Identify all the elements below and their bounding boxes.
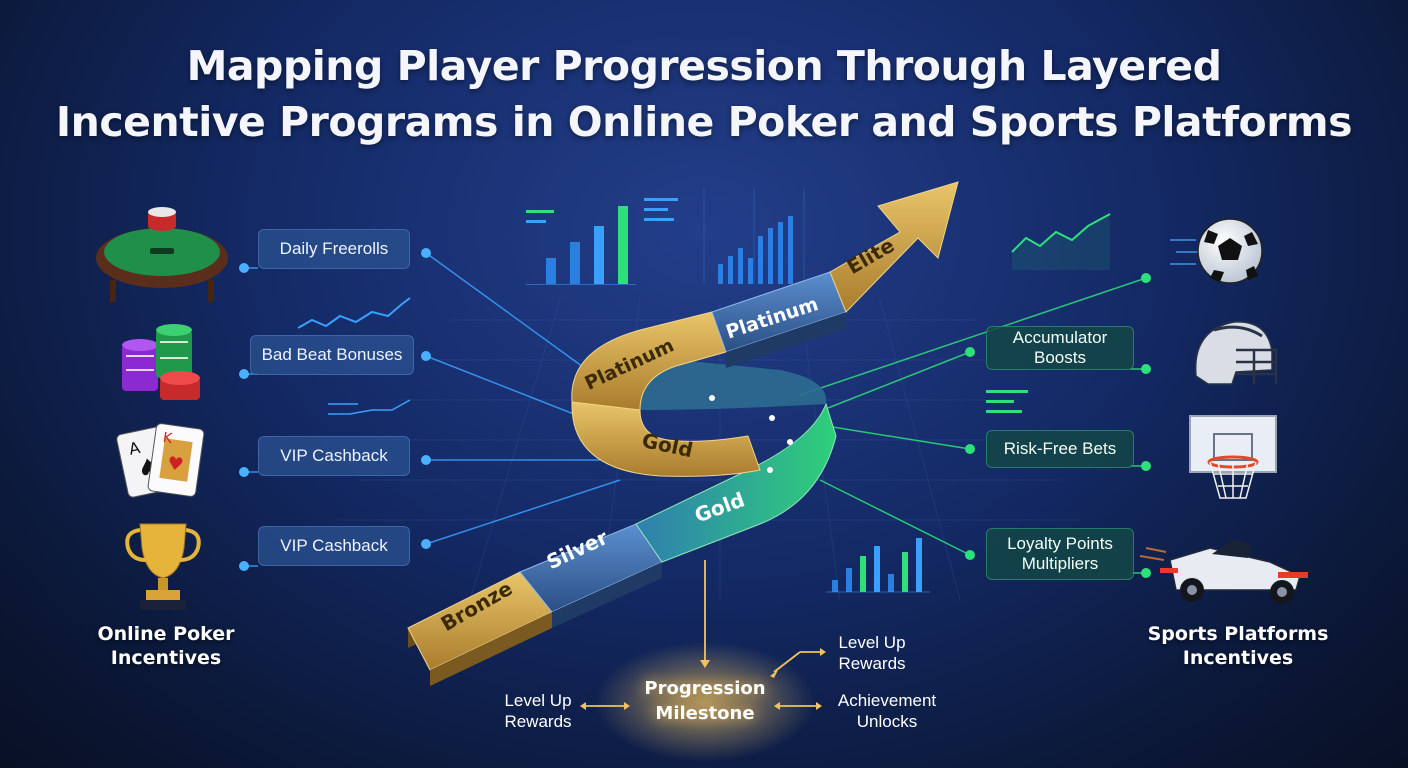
soccer-ball-icon (1170, 218, 1263, 284)
pill-label: VIP Cashback (280, 536, 388, 555)
flow-label-line-1: Achievement (837, 691, 937, 710)
bar-chart-bottom (826, 538, 930, 593)
poker-table-icon (96, 207, 228, 302)
title-line-2: Incentive Programs in Online Poker and S… (55, 98, 1353, 146)
pill-label-line-2: Boosts (1034, 348, 1086, 367)
pill-label: Daily Freerolls (279, 239, 389, 258)
bar-chart-top-left (526, 206, 636, 285)
chip-stack-icon (122, 324, 200, 400)
flow-label-line-1: Level Up (838, 633, 906, 652)
segment-gold-upper (571, 401, 761, 477)
milestone-arrows (580, 560, 826, 710)
segment-gold-lower (635, 402, 837, 563)
sports-caption-line-1: Sports Platforms (1147, 623, 1329, 645)
sparkline-left-top (297, 297, 411, 329)
segment-elite (829, 181, 959, 313)
pill-label: Risk-Free Bets (1003, 439, 1117, 458)
trophy-icon (125, 523, 201, 610)
milestone-glow (595, 642, 815, 762)
path-milestone-dots (709, 395, 793, 473)
bar-chart-top-center (644, 188, 805, 284)
pill-label-line-1: Loyalty Points (1007, 534, 1113, 553)
race-car-icon (1139, 540, 1308, 604)
progression-milestone: Progression Milestone (620, 676, 790, 726)
poker-connectors (244, 252, 621, 567)
svg-text:♥: ♥ (166, 453, 185, 476)
milestone-achievement-unlocks: Achievement Unlocks (822, 690, 952, 732)
football-helmet-icon (1194, 321, 1278, 385)
milestone-level-up-rewards-top: Level Up Rewards (822, 632, 922, 674)
milestone-level-up-rewards-left: Level Up Rewards (488, 690, 588, 732)
progression-path (407, 181, 959, 686)
pill-label-line-2: Multipliers (1021, 554, 1099, 573)
flow-label-line-2: Rewards (838, 654, 906, 673)
poker-caption-line-2: Incentives (110, 647, 222, 669)
poker-connector-dots (239, 248, 431, 571)
bar-chart-right (986, 390, 1028, 413)
basketball-hoop-icon (1189, 415, 1277, 499)
flow-label-line-2: Rewards (504, 712, 572, 731)
svg-text:A: A (127, 438, 142, 459)
sports-incentive-risk-free-bets: Risk-Free Bets (986, 430, 1134, 468)
poker-incentive-bad-beat-bonuses: Bad Beat Bonuses (250, 335, 414, 375)
milestone-line-1: Progression (644, 678, 766, 699)
sports-caption-line-2: Incentives (1182, 647, 1294, 669)
pill-label: VIP Cashback (280, 446, 388, 465)
sparkline-left-mid (328, 399, 411, 415)
svg-text:K: K (162, 430, 174, 447)
sports-caption: Sports Platforms Incentives (1128, 622, 1348, 670)
flow-label-line-2: Unlocks (856, 712, 918, 731)
sports-incentive-accumulator-boosts: Accumulator Boosts (986, 326, 1134, 370)
pill-label: Bad Beat Bonuses (261, 345, 403, 364)
poker-caption-line-1: Online Poker (97, 623, 235, 645)
poker-caption: Online Poker Incentives (76, 622, 256, 670)
playing-cards-icon: A ♠ K ♥ (116, 423, 205, 498)
poker-incentive-vip-cashback-2: VIP Cashback (258, 526, 410, 566)
page-title: Mapping Player Progression Through Layer… (0, 38, 1408, 150)
title-line-1: Mapping Player Progression Through Layer… (186, 42, 1222, 90)
segment-gold-curve (619, 360, 827, 410)
pill-label-line-1: Accumulator (1012, 328, 1108, 347)
sports-incentive-loyalty-points-multipliers: Loyalty Points Multipliers (986, 528, 1134, 580)
sparkline-right-top (1011, 213, 1111, 253)
milestone-line-2: Milestone (655, 703, 755, 724)
flow-label-line-1: Level Up (504, 691, 572, 710)
poker-incentive-daily-freerolls: Daily Freerolls (258, 229, 410, 269)
sports-connectors (799, 277, 1147, 574)
sports-connector-dots (965, 273, 1151, 578)
poker-incentive-vip-cashback-1: VIP Cashback (258, 436, 410, 476)
